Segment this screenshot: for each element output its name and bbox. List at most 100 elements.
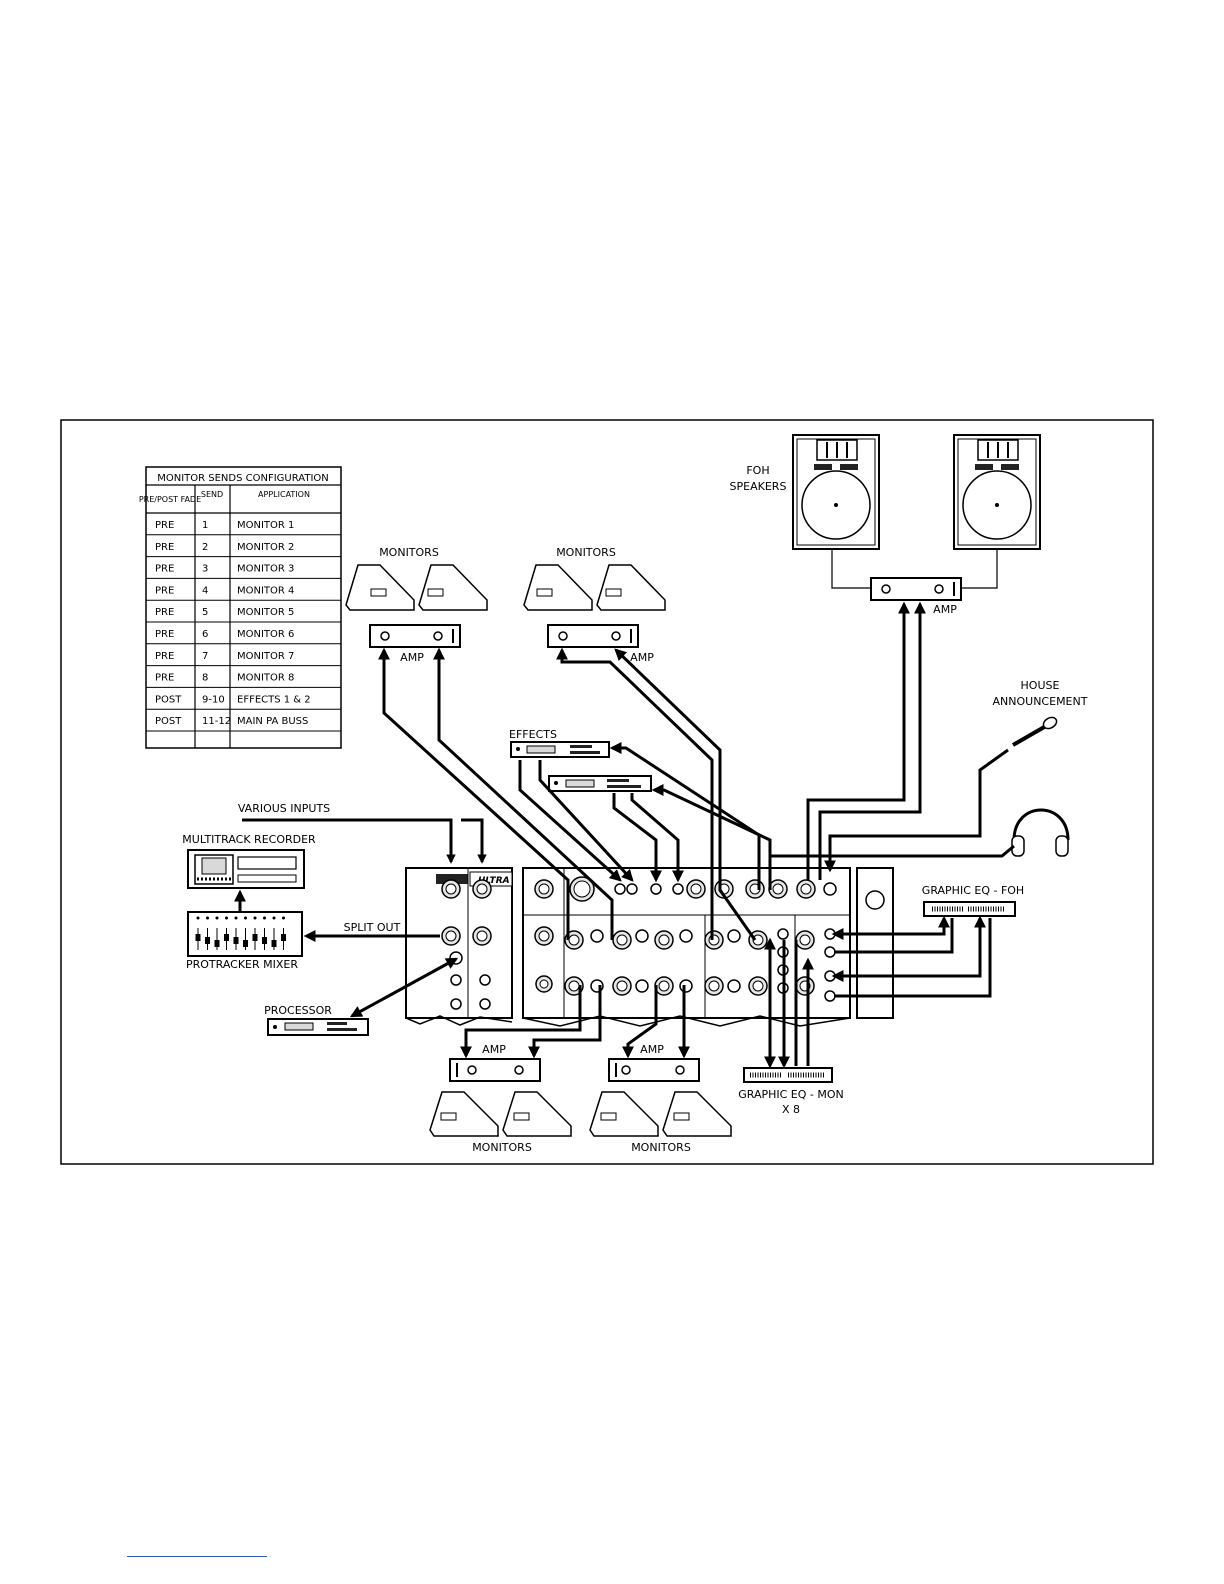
table-header-send: SEND	[201, 490, 223, 499]
mixer-knob	[196, 916, 200, 920]
table-cell: PRE	[155, 585, 174, 596]
geq-foh-label: GRAPHIC EQ - FOH	[922, 884, 1024, 897]
console-knob	[679, 979, 693, 993]
console-knob	[450, 974, 462, 986]
console-knob	[590, 929, 604, 943]
table-cell: 3	[202, 564, 208, 575]
mixer-knob	[253, 916, 257, 920]
amp-bottom-right-label: AMP	[640, 1043, 664, 1056]
console-knob	[479, 974, 491, 986]
mixer-knob	[263, 916, 266, 920]
monitor-wedge-top-3	[523, 564, 593, 611]
split-out-label: SPLIT OUT	[344, 921, 401, 934]
table-cell: 11-12	[202, 716, 231, 727]
foh-amp-label: AMP	[933, 603, 957, 616]
mixer-knob	[244, 916, 247, 920]
footer-link-underline[interactable]	[127, 1556, 267, 1557]
table-cell: MAIN PA BUSS	[237, 716, 308, 727]
table-cell: MONITOR 3	[237, 564, 294, 575]
monitor-wedge-bottom-2	[502, 1091, 572, 1137]
console-knob	[777, 928, 789, 940]
console-knob-inner	[708, 980, 720, 992]
console-knob	[635, 929, 649, 943]
mixer-knob	[272, 916, 276, 920]
mixer-fader-cap	[252, 934, 258, 941]
console-knob-inner	[445, 883, 457, 895]
amp-bottom-left	[449, 1058, 541, 1082]
graphic-eq-mon	[743, 1067, 833, 1083]
mixer-knob	[206, 916, 209, 920]
foh-speakers-label-2: SPEAKERS	[730, 480, 787, 493]
console-knob-inner	[752, 980, 764, 992]
monitor-wedge-top-4	[596, 564, 666, 611]
monitors-top-right-label: MONITORS	[556, 546, 616, 559]
mixer-fader-cap	[205, 937, 210, 944]
table-cell: PRE	[155, 564, 174, 575]
table-cell: EFFECTS 1 & 2	[237, 694, 311, 705]
monitors-bottom-right-label: MONITORS	[631, 1141, 691, 1154]
microphone-icon	[1012, 716, 1058, 747]
mixer-fader-cap	[214, 940, 220, 947]
foh-speakers-label-1: FOH	[746, 464, 769, 477]
table-cell: 8	[202, 673, 208, 684]
protracker-mixer	[187, 911, 303, 957]
table-cell: MONITOR 8	[237, 673, 294, 684]
console-knob	[672, 883, 684, 895]
table-cell: 5	[202, 607, 208, 618]
foh-speaker-left	[792, 434, 880, 550]
mixer-fader-cap	[195, 934, 201, 941]
amp-top-left-label: AMP	[400, 651, 424, 664]
console-knob	[824, 970, 836, 982]
console-knob-inner	[616, 980, 628, 992]
table-cell: 9-10	[202, 694, 225, 705]
table-cell: 1	[202, 520, 208, 531]
console-knob	[479, 998, 491, 1010]
console-knob-inner	[568, 980, 580, 992]
console-knob	[450, 998, 462, 1010]
geq-mon-label-2: X 8	[782, 1103, 800, 1116]
console-knob-inner	[539, 979, 549, 989]
amp-bottom-left-label: AMP	[482, 1043, 506, 1056]
console-knob	[650, 883, 662, 895]
table-cell: PRE	[155, 651, 174, 662]
console-knob-inner	[799, 934, 811, 946]
diagram-frame	[60, 419, 1154, 1165]
mixer-knob	[215, 916, 219, 920]
processor-label: PROCESSOR	[264, 1004, 332, 1017]
multitrack-label: MULTITRACK RECORDER	[182, 833, 316, 846]
protracker-label: PROTRACKER MIXER	[186, 958, 298, 971]
mixer-knob	[225, 916, 228, 920]
monitor-wedge-bottom-3	[589, 1091, 659, 1137]
console-knob	[635, 979, 649, 993]
console-knob	[824, 928, 836, 940]
table-header-fade: PRE/POST FADE	[139, 495, 201, 504]
console-knob	[679, 929, 693, 943]
monitor-wedge-bottom-1	[429, 1091, 499, 1137]
amp-bottom-right	[608, 1058, 700, 1082]
mixer-knob	[234, 916, 238, 920]
amp-top-right-label: AMP	[630, 651, 654, 664]
foh-speaker-right	[953, 434, 1041, 550]
monitor-wedge-bottom-4	[662, 1091, 732, 1137]
table-cell: MONITOR 4	[237, 585, 294, 596]
table-cell: PRE	[155, 542, 174, 553]
amp-top-right	[547, 624, 639, 648]
console-knob-inner	[476, 883, 488, 895]
table-cell: MONITOR 1	[237, 520, 294, 531]
console-knob-inner	[573, 880, 591, 898]
console-knob-inner	[752, 934, 764, 946]
console-knob	[823, 882, 837, 896]
mixer-fader-cap	[224, 934, 229, 941]
table-cell: PRE	[155, 607, 174, 618]
console-knob	[626, 883, 638, 895]
mixer-fader-cap	[243, 940, 248, 947]
monitors-bottom-left-label: MONITORS	[472, 1141, 532, 1154]
console-knob	[727, 979, 741, 993]
geq-mon-label-1: GRAPHIC EQ - MON	[738, 1088, 844, 1101]
effects-unit-1	[510, 741, 610, 758]
console-knob-inner	[568, 934, 580, 946]
mixer-knob	[282, 916, 285, 920]
table-cell: 4	[202, 585, 208, 596]
table-cell: MONITOR 5	[237, 607, 294, 618]
house-label-2: ANNOUNCEMENT	[993, 695, 1088, 708]
